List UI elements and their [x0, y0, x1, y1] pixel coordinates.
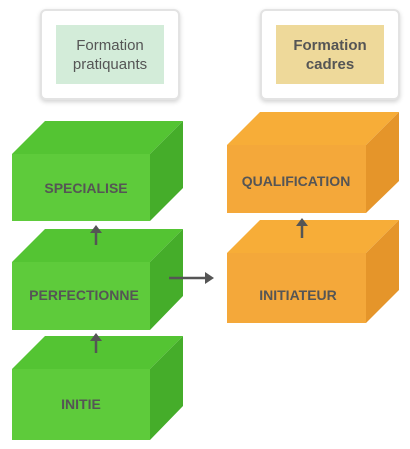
arrow-perfectionne-to-specialise [90, 225, 102, 245]
box-qualification-front [227, 145, 366, 213]
box-initiateur: INITIATEUR [227, 220, 399, 323]
arrow-initiateur-to-qualification [296, 218, 308, 238]
formation-pratiquants-card: Formation pratiquants [40, 9, 180, 100]
box-initie: INITIE [12, 336, 183, 440]
box-qualification-side [366, 112, 399, 213]
box-initie-front [12, 369, 150, 440]
box-initiateur-side [366, 220, 399, 323]
box-qualification-top [227, 112, 399, 145]
box-initie-side [150, 336, 183, 440]
box-qualification: QUALIFICATION [227, 112, 399, 213]
box-specialise-top [12, 121, 183, 154]
box-perfectionne: PERFECTIONNE [12, 229, 183, 330]
box-specialise-side [150, 121, 183, 221]
box-initie-label: INITIE [61, 396, 101, 412]
formation-cadres-label: Formation cadres [276, 25, 384, 84]
box-initiateur-top [227, 220, 399, 253]
box-specialise-front [12, 154, 150, 221]
box-perfectionne-front [12, 262, 150, 330]
box-qualification-label: QUALIFICATION [242, 173, 351, 189]
box-specialise-label: SPECIALISE [44, 180, 127, 196]
formation-cadres-card: Formation cadres [260, 9, 400, 100]
box-perfectionne-side [150, 229, 183, 330]
formation-pratiquants-label: Formation pratiquants [56, 25, 164, 84]
box-initiateur-label: INITIATEUR [259, 287, 337, 303]
box-perfectionne-label: PERFECTIONNE [29, 287, 139, 303]
arrow-initie-to-perfectionne [90, 333, 102, 353]
box-initie-top [12, 336, 183, 369]
box-specialise: SPECIALISE [12, 121, 183, 221]
arrow-perfectionne-to-initiateur [169, 272, 214, 284]
box-perfectionne-top [12, 229, 183, 262]
box-initiateur-front [227, 253, 366, 323]
